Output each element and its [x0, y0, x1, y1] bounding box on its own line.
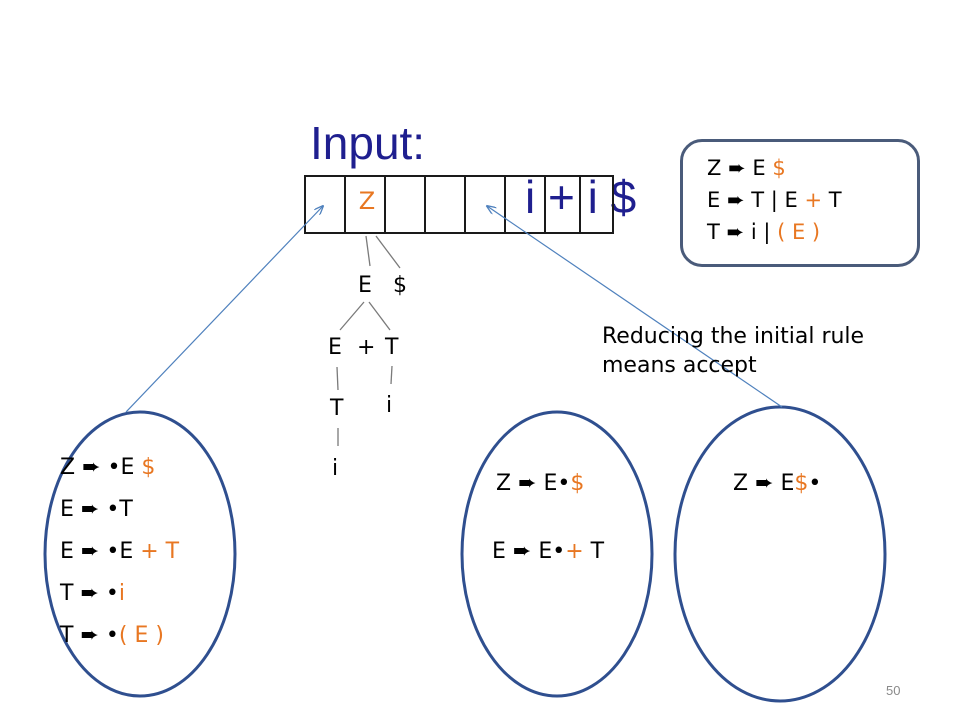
item-suffix: ( E ): [118, 623, 164, 648]
arrow-icon: ➨: [80, 581, 99, 606]
grammar-rule-3-lhs: T: [707, 220, 720, 244]
item-body: E: [538, 539, 553, 564]
item-lhs: E: [492, 539, 506, 564]
dot-icon: •: [105, 623, 119, 648]
parse-stack: [304, 175, 614, 234]
arrow-icon: ➨: [80, 539, 100, 564]
dot-icon: •: [808, 471, 822, 496]
state0-item-2: E ➨ •T: [60, 497, 133, 522]
item-suffix: + T: [140, 539, 180, 564]
dot-icon: •: [107, 455, 121, 480]
item-lhs: Z: [60, 455, 76, 480]
state1-item-2: E ➨ E•+ T: [492, 539, 604, 564]
tree-node-i-right: i: [386, 393, 393, 418]
arrow-state2-to-stack: [487, 206, 783, 408]
dot-icon: •: [105, 581, 119, 606]
title-input-label: Input:: [310, 117, 426, 169]
state-ellipse-1[interactable]: [460, 410, 654, 698]
tree-node-i-left: i: [332, 456, 339, 481]
grammar-rule-1-lhs: Z: [707, 156, 722, 180]
page-number: 50: [886, 683, 901, 698]
parse-tree-edges: [336, 235, 401, 446]
arrow-icon: ➨: [82, 455, 101, 480]
dot-icon: •: [106, 497, 120, 522]
state-ellipse-0[interactable]: [43, 410, 237, 698]
arrow-state0-to-stack: [125, 206, 323, 413]
item-suffix: i: [118, 581, 125, 606]
state0-item-4: T ➨ •i: [60, 581, 125, 606]
grammar-rule-1: Z ➨ E $: [707, 156, 786, 180]
grammar-rule-2-rhs-b: T: [828, 188, 842, 212]
item-body: E: [120, 455, 135, 480]
tree-node-t: T: [385, 335, 399, 360]
arrow-icon: ➨: [755, 471, 774, 496]
grammar-rule-3: T ➨ i | ( E ): [707, 220, 820, 244]
item-lhs: T: [60, 581, 74, 606]
dot-icon: •: [557, 471, 571, 496]
arrow-icon: ➨: [80, 497, 100, 522]
slide-title: Input: i + i $: [0, 62, 960, 224]
item-suffix: $: [570, 471, 585, 496]
arrow-icon: ➨: [726, 188, 745, 212]
arrow-icon: ➨: [726, 220, 745, 244]
arrow-icon: ➨: [512, 539, 532, 564]
title-expression: i + i $: [525, 171, 637, 223]
state0-item-1: Z ➨ •E $: [60, 455, 155, 480]
item-lhs: Z: [496, 471, 512, 496]
tree-node-e2: E: [328, 335, 342, 360]
item-lhs: E: [60, 497, 74, 522]
state-ellipse-2[interactable]: [673, 405, 887, 703]
tree-node-t2: T: [330, 396, 344, 421]
tree-node-dollar: $: [393, 273, 407, 298]
item-lhs: T: [60, 623, 74, 648]
accept-note: Reducing the initial rule means accept: [602, 324, 865, 378]
state1-item-1: Z ➨ E•$: [496, 471, 584, 496]
arrow-icon: ➨: [518, 471, 537, 496]
state2-item-1: Z ➨ E$•: [733, 471, 821, 496]
item-plus: +: [565, 539, 584, 564]
grammar-rule-2-plus: +: [804, 188, 823, 212]
tree-node-plus: +: [357, 335, 376, 360]
arrow-icon: ➨: [728, 156, 746, 180]
grammar-rule-1-end: $: [772, 156, 786, 180]
dot-icon: •: [552, 539, 566, 564]
dot-icon: •: [106, 539, 120, 564]
tree-node-e: E: [358, 273, 372, 298]
grammar-box: Z ➨ E $ E ➨ T | E + T T ➨ i | ( E ): [680, 139, 920, 267]
stack-top-symbol: Z: [358, 187, 376, 215]
item-body: E: [119, 539, 134, 564]
state0-item-5: T ➨ •( E ): [60, 623, 164, 648]
grammar-rule-3-rhs-a: i |: [750, 220, 771, 244]
item-tail: T: [590, 539, 605, 564]
grammar-rule-2-rhs-a: T | E: [751, 188, 798, 212]
item-body: E: [780, 471, 795, 496]
item-suffix: $: [794, 471, 809, 496]
item-lhs: E: [60, 539, 74, 564]
item-body: T: [119, 497, 133, 522]
arrow-icon: ➨: [80, 623, 99, 648]
grammar-rule-2: E ➨ T | E + T: [707, 188, 842, 212]
grammar-rule-1-rhs: E: [752, 156, 766, 180]
item-lhs: Z: [733, 471, 749, 496]
grammar-rule-2-lhs: E: [707, 188, 721, 212]
item-suffix: $: [141, 455, 156, 480]
state0-item-3: E ➨ •E + T: [60, 539, 179, 564]
grammar-rule-3-paren: ( E ): [777, 220, 821, 244]
item-body: E: [543, 471, 558, 496]
